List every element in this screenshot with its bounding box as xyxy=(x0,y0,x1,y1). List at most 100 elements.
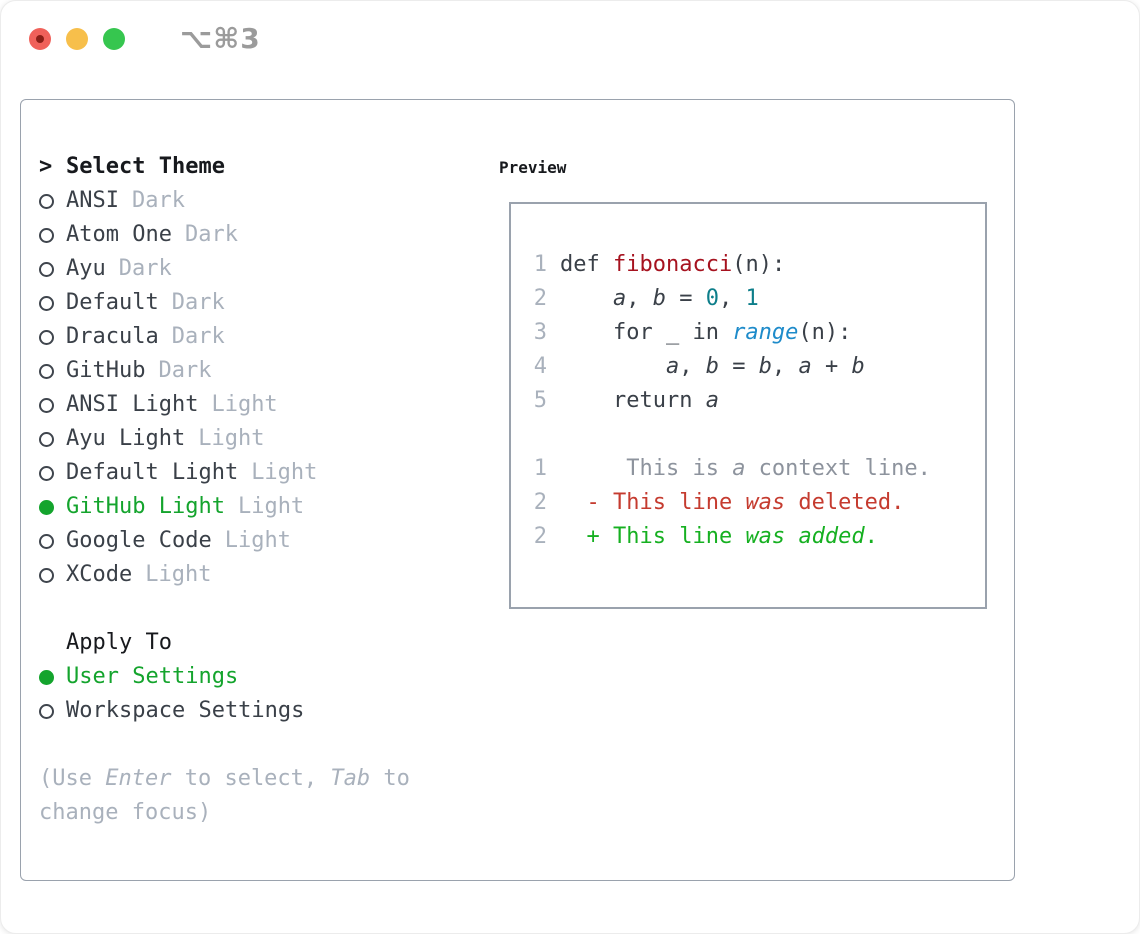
option-name: ANSI Light xyxy=(66,392,199,417)
apply-option[interactable]: Workspace Settings xyxy=(39,694,499,728)
theme-option[interactable]: Dracula Dark xyxy=(39,320,499,354)
code-block: 1 def fibonacci(n): 2 a, b = 0, 1 3 for … xyxy=(527,248,985,418)
radio-icon xyxy=(39,363,54,379)
option-name: Workspace Settings xyxy=(66,698,305,723)
option-tag: Light xyxy=(224,528,291,553)
preview-title: Preview xyxy=(499,157,567,177)
option-tag: Dark xyxy=(171,324,225,349)
option-name: User Settings xyxy=(66,664,239,689)
code-token xyxy=(560,354,666,379)
code-token: was xyxy=(745,490,786,515)
code-token: a xyxy=(612,286,627,311)
titlebar: ⌥⌘3 xyxy=(1,1,1139,76)
radio-icon xyxy=(39,669,54,685)
code-token: was xyxy=(745,524,786,549)
code-token: fibonacci xyxy=(612,252,733,277)
line-number: 1 xyxy=(533,456,547,481)
preview-box: 1 def fibonacci(n): 2 a, b = 0, 1 3 for … xyxy=(509,202,987,609)
hint-segment: to change focus) xyxy=(39,766,410,825)
code-token: a xyxy=(705,388,719,413)
code-token: . xyxy=(864,524,878,549)
apply-to-list: User Settings Workspace Settings xyxy=(39,660,499,728)
hint-segment: Enter xyxy=(105,766,172,791)
apply-option[interactable]: User Settings xyxy=(39,660,499,694)
line-number: 4 xyxy=(533,354,547,379)
radio-icon xyxy=(39,499,54,515)
theme-option[interactable]: Default Dark xyxy=(39,286,499,320)
code-token: a xyxy=(798,354,812,379)
option-name: GitHub xyxy=(66,358,146,383)
code-token: 0 xyxy=(705,286,719,311)
radio-icon xyxy=(39,193,54,209)
minimize-button[interactable] xyxy=(66,27,88,50)
option-name: ANSI xyxy=(66,188,119,213)
code-token: + xyxy=(811,354,852,379)
option-name: Default xyxy=(66,290,159,315)
code-token: = xyxy=(718,354,759,379)
code-token: , xyxy=(718,286,746,311)
theme-option[interactable]: Default Light Light xyxy=(39,456,499,490)
radio-icon xyxy=(39,703,54,719)
code-token: - This line xyxy=(560,490,746,515)
code-token: deleted. xyxy=(785,490,905,515)
hint-segment: (Use xyxy=(39,766,106,791)
code-token: , xyxy=(626,286,653,311)
line-text: for _ in range(n): xyxy=(560,316,851,350)
option-tag: Light xyxy=(145,562,212,587)
preview-line: 5 return a xyxy=(527,384,985,418)
code-token: range xyxy=(732,320,799,345)
preview-column: Preview 1 def fibonacci(n): 2 a, b = 0, … xyxy=(499,150,1014,880)
option-tag: Light xyxy=(237,494,305,519)
theme-option[interactable]: Ayu Dark xyxy=(39,252,499,286)
hint-segment: to select, xyxy=(171,766,331,791)
option-name: Default Light xyxy=(66,460,239,485)
code-token: a xyxy=(665,354,680,379)
theme-list: ANSI Dark Atom One Dark Ayu Dark Default… xyxy=(39,184,499,592)
line-text: a, b = 0, 1 xyxy=(560,282,759,316)
theme-option[interactable]: ANSI Light Light xyxy=(39,388,499,422)
code-token: This is xyxy=(560,456,733,481)
apply-to-header: Apply To xyxy=(39,626,499,660)
close-dot-icon xyxy=(36,34,44,43)
line-text: + This line was added. xyxy=(560,520,878,554)
code-token: a xyxy=(732,456,746,481)
theme-option[interactable]: XCode Light xyxy=(39,558,499,592)
line-number: 2 xyxy=(533,286,547,311)
code-token: for _ in xyxy=(560,320,733,345)
code-token xyxy=(560,286,613,311)
keyboard-shortcut-label: ⌥⌘3 xyxy=(180,22,261,55)
pointer-icon: > xyxy=(39,154,53,179)
preview-line: 4 a, b = b, a + b xyxy=(527,350,985,384)
theme-column: > Select Theme ANSI Dark Atom One Dark A… xyxy=(39,150,499,880)
code-token: (n): xyxy=(732,252,786,277)
radio-icon xyxy=(39,397,54,413)
code-token: , xyxy=(679,354,706,379)
option-tag: Dark xyxy=(158,358,212,383)
radio-icon xyxy=(39,533,54,549)
theme-option[interactable]: GitHub Light Light xyxy=(39,490,499,524)
option-name: XCode xyxy=(66,562,133,587)
close-button[interactable] xyxy=(29,27,51,50)
preview-line: 1 def fibonacci(n): xyxy=(527,248,985,282)
line-text: def fibonacci(n): xyxy=(560,248,785,282)
theme-option[interactable]: Atom One Dark xyxy=(39,218,499,252)
theme-picker-panel: > Select Theme ANSI Dark Atom One Dark A… xyxy=(20,99,1015,881)
theme-option[interactable]: ANSI Dark xyxy=(39,184,499,218)
line-text: - This line was deleted. xyxy=(560,486,904,520)
diff-block: 1 This is a context line. 2 - This line … xyxy=(527,452,985,554)
line-number: 3 xyxy=(533,320,547,345)
hint-text: (Use Enter to select, Tab to change focu… xyxy=(39,762,423,830)
hint-segment: Tab xyxy=(330,766,371,791)
maximize-button[interactable] xyxy=(103,27,125,50)
radio-icon xyxy=(39,567,54,583)
line-number: 2 xyxy=(533,524,547,549)
code-token: = xyxy=(665,286,706,311)
radio-icon xyxy=(39,431,54,447)
code-token: b xyxy=(851,354,865,379)
theme-option[interactable]: Google Code Light xyxy=(39,524,499,558)
preview-line: 1 This is a context line. xyxy=(527,452,985,486)
theme-option[interactable]: Ayu Light Light xyxy=(39,422,499,456)
theme-option[interactable]: GitHub Dark xyxy=(39,354,499,388)
select-theme-title: Select Theme xyxy=(66,154,225,179)
